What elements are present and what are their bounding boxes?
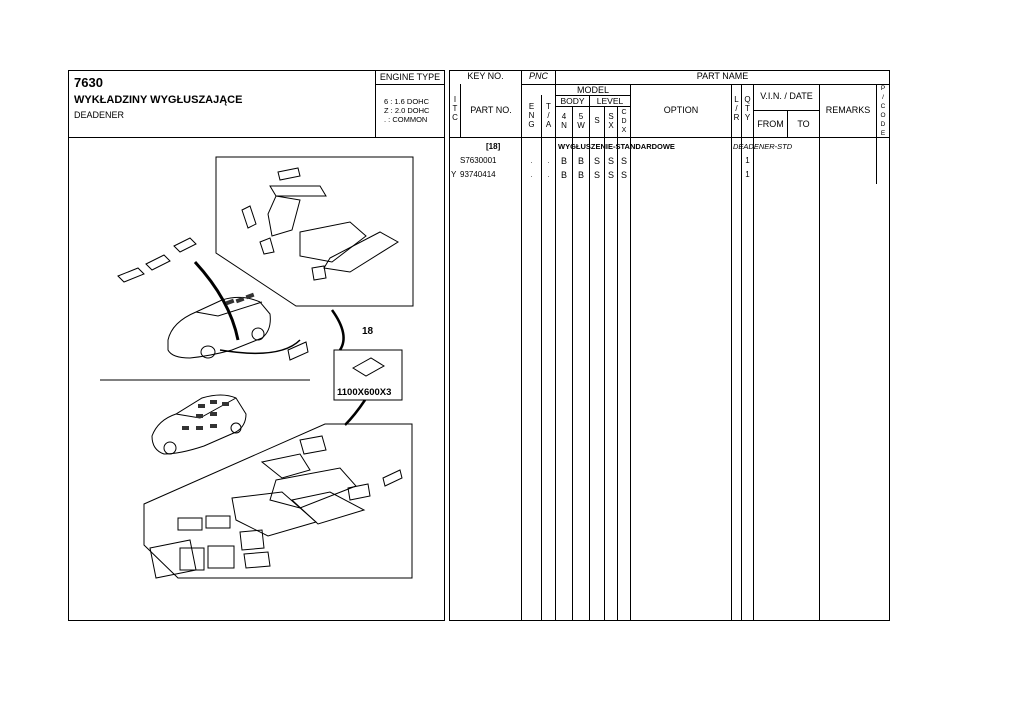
group-name-en: DEADENER-STD: [733, 142, 793, 151]
option-label: OPTION: [663, 105, 699, 115]
row-sx: S: [607, 170, 614, 180]
inset-box-lower: [143, 423, 413, 579]
body-label: BODY: [560, 96, 585, 106]
group-ref: [18]: [486, 142, 501, 151]
level-label: LEVEL: [596, 96, 624, 106]
part-number[interactable]: S7630001: [460, 156, 497, 165]
row-s: S: [593, 156, 600, 166]
engine-line-1: 6 : 1.6 DOHC: [384, 97, 430, 106]
from-label: FROM: [757, 119, 784, 129]
group-title-en: DEADENER: [74, 110, 125, 120]
row-4n: B: [560, 170, 567, 180]
row-cdx: S: [620, 156, 627, 166]
engine-type-label: ENGINE TYPE: [379, 72, 441, 82]
row-itc: Y: [451, 170, 457, 179]
pnc-label: PNC: [528, 71, 548, 81]
row-5w: B: [577, 156, 584, 166]
row-qty: 1: [745, 156, 750, 165]
key-no-label: KEY NO.: [467, 71, 504, 81]
ta-label: T/A: [545, 102, 552, 129]
inset-box-upper: [215, 156, 414, 307]
part-name-label: PART NAME: [696, 71, 749, 81]
lr-label: L/R: [733, 95, 740, 122]
engine-line-2: Z : 2.0 DOHC: [384, 106, 430, 115]
to-label: TO: [797, 119, 810, 129]
row-5w: B: [577, 170, 584, 180]
engine-line-3: . : COMMON: [384, 115, 428, 124]
part-number[interactable]: 93740414: [460, 170, 496, 179]
model-label: MODEL: [576, 85, 609, 95]
remarks-label: REMARKS: [825, 105, 871, 115]
group-title-pl: WYKŁADZINY WYGŁUSZAJĄCE: [74, 94, 243, 106]
row-eng: .: [530, 172, 533, 179]
row-ta: .: [547, 172, 550, 179]
row-qty: 1: [745, 170, 750, 179]
level-s-label: S: [594, 116, 600, 125]
row-s: S: [593, 170, 600, 180]
callout-number: 18: [362, 326, 374, 337]
row-ta: .: [547, 158, 550, 165]
row-4n: B: [560, 156, 567, 166]
group-name: WYGŁUSZENIE-STANDARDOWE: [558, 142, 675, 151]
row-eng: .: [530, 158, 533, 165]
group-code: 7630: [74, 75, 103, 90]
part-no-label: PART NO.: [470, 105, 512, 115]
vin-date-label: V.I.N. / DATE: [760, 91, 813, 101]
callout-dimensions: 1100X600X3: [337, 387, 392, 398]
row-cdx: S: [620, 170, 627, 180]
row-sx: S: [607, 156, 614, 166]
